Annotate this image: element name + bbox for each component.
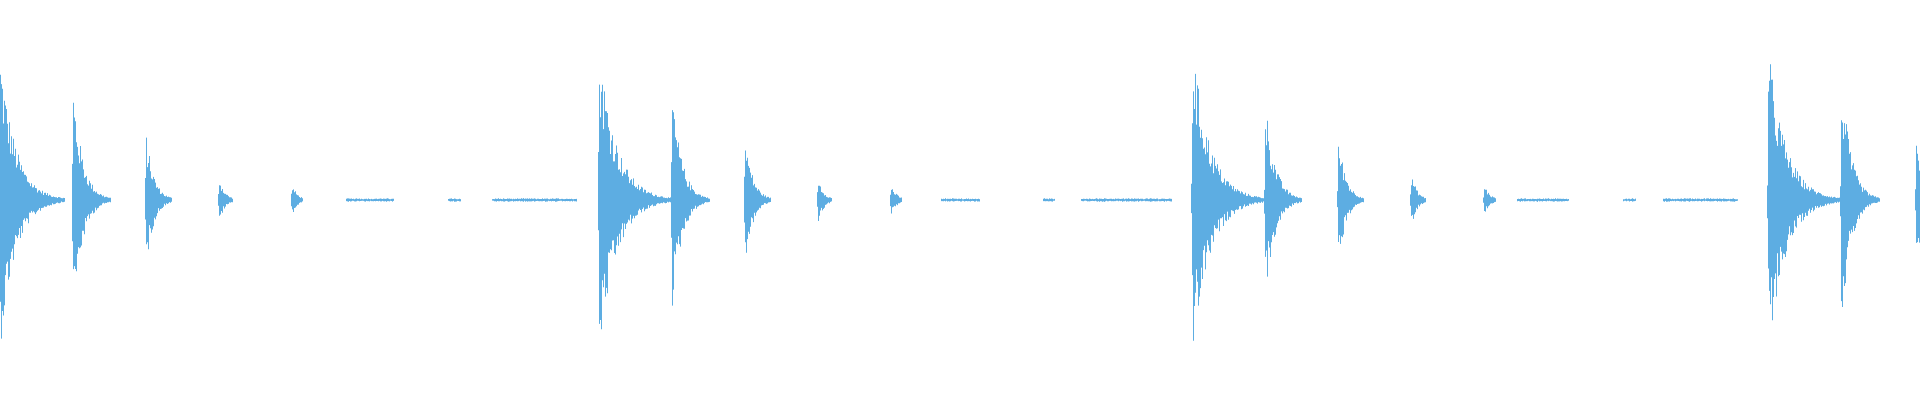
waveform-trace xyxy=(0,64,1920,341)
